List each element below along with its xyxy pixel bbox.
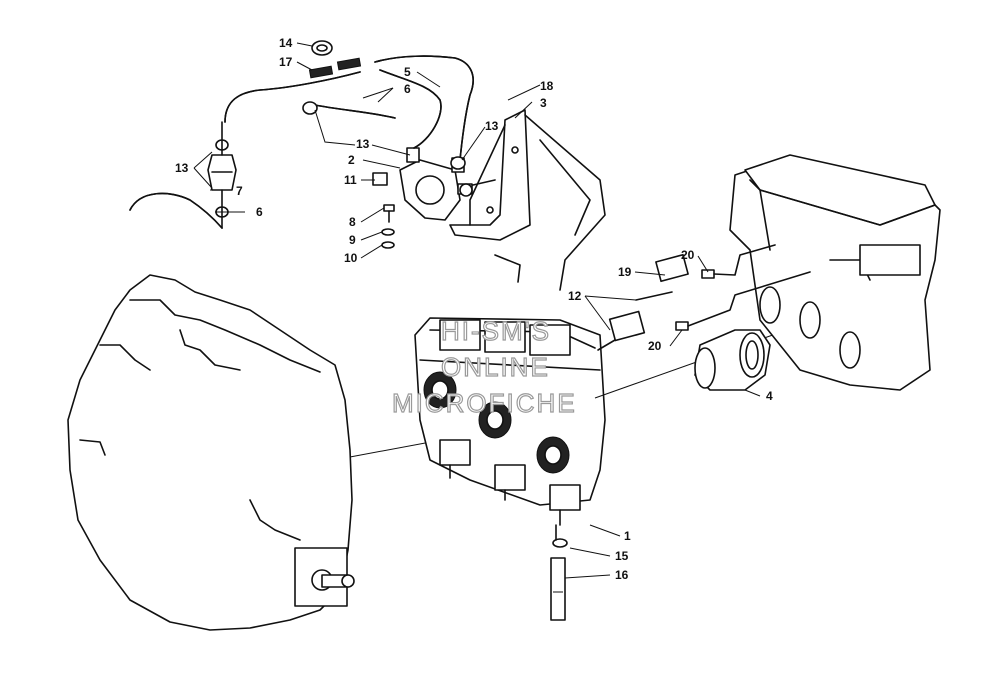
fittings-and-lines <box>597 244 811 351</box>
callout-4: 4 <box>766 389 773 403</box>
callout-19: 19 <box>618 265 632 279</box>
watermark-line-2: ONLINE <box>441 352 550 382</box>
carburetor-assembly <box>414 317 606 526</box>
callout-2: 2 <box>348 153 355 167</box>
callout-leaders <box>193 42 761 579</box>
callout-13-left: 13 <box>175 161 189 175</box>
watermark-line-3: MICROFICHE <box>392 388 577 418</box>
callout-10: 10 <box>344 251 358 265</box>
callout-8: 8 <box>349 215 356 229</box>
callout-13-right: 13 <box>485 119 499 133</box>
callout-3: 3 <box>540 96 547 110</box>
callout-13-center: 13 <box>356 137 370 151</box>
callout-11: 11 <box>344 173 357 187</box>
callout-16: 16 <box>615 568 629 582</box>
callout-1: 1 <box>624 529 631 543</box>
callout-12: 12 <box>568 289 582 303</box>
pump-hardware <box>372 172 496 249</box>
fuel-filter <box>207 121 237 229</box>
callout-5: 5 <box>404 65 411 79</box>
callout-9: 9 <box>349 233 356 247</box>
callout-numbers: 14 17 5 6 18 3 13 13 2 13 7 6 11 8 9 10 … <box>175 36 773 582</box>
callout-6-lower: 6 <box>256 205 263 219</box>
mounting-bracket <box>449 109 606 291</box>
air-silencer-box <box>729 154 941 391</box>
callout-17: 17 <box>279 55 293 69</box>
watermark-line-1: HI-SM'S <box>441 316 551 346</box>
callout-15: 15 <box>615 549 629 563</box>
callout-14: 14 <box>279 36 293 50</box>
clamps-and-springs <box>215 40 466 218</box>
callout-20-upper: 20 <box>681 248 695 262</box>
fuel-hoses <box>129 55 474 229</box>
callout-20-lower: 20 <box>648 339 662 353</box>
intake-boot <box>694 329 771 391</box>
engine-block <box>67 274 355 631</box>
callout-7: 7 <box>236 184 243 198</box>
watermark: HI-SM'S ONLINE MICROFICHE <box>391 315 577 418</box>
callout-18: 18 <box>540 79 554 93</box>
drain-fitting-and-tube <box>550 524 568 621</box>
callout-6-upper: 6 <box>404 82 411 96</box>
